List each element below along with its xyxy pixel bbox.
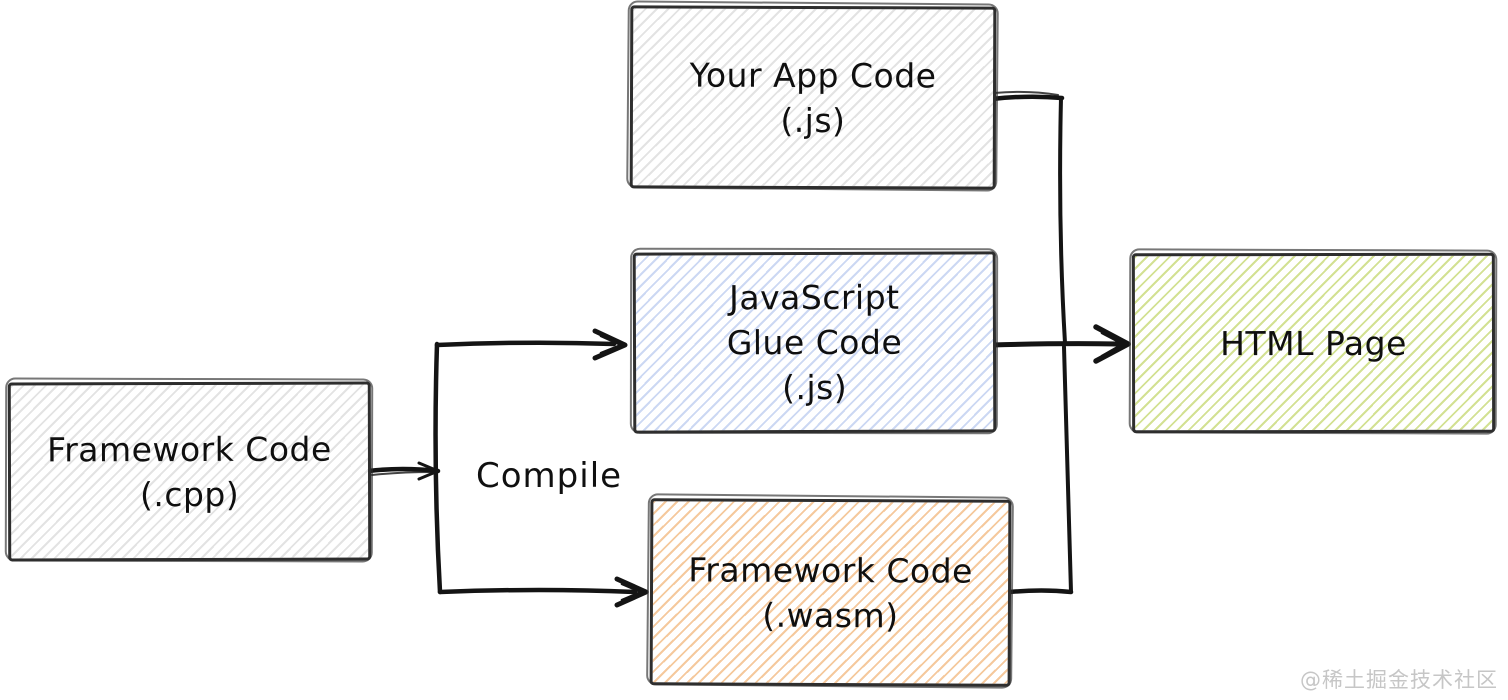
node-your-app-code: Your App Code (.js) [629, 5, 997, 190]
node-framework-cpp: Framework Code (.cpp) [7, 381, 372, 562]
node-label-line: Glue Code [726, 322, 903, 363]
node-label-line: Framework Code [688, 549, 974, 591]
compile-edge-label: Compile [476, 456, 623, 496]
node-label-line: Your App Code [689, 55, 937, 95]
node-label-line: Framework Code [47, 429, 332, 469]
node-label-line: (.cpp) [139, 474, 240, 514]
watermark-text: @稀土掘金技术社区 [1300, 668, 1498, 692]
node-html-page: HTML Page [1131, 252, 1496, 434]
node-label-line: (.js) [782, 367, 848, 408]
node-framework-wasm: Framework Code (.wasm) [649, 498, 1012, 687]
node-javascript-glue-code: JavaScript Glue Code (.js) [632, 251, 997, 434]
node-label-line: (.wasm) [762, 595, 899, 635]
node-label-line: JavaScript [729, 277, 900, 318]
node-label-line: (.js) [780, 100, 846, 140]
node-label-line: HTML Page [1220, 323, 1407, 363]
